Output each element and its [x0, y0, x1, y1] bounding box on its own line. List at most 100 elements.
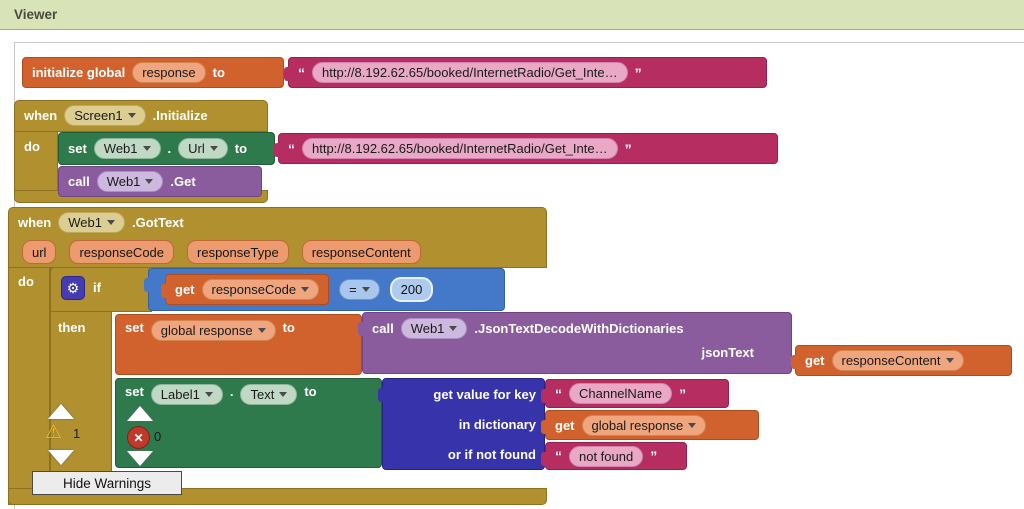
set-web1-url-block[interactable]: set Web1 . Url to	[58, 132, 275, 165]
channelname-text: ChannelName	[579, 386, 663, 401]
dropdown-arrow-icon	[127, 113, 136, 118]
call-jsontextdecode-block[interactable]: call Web1 .JsonTextDecodeWithDictionarie…	[358, 312, 792, 374]
responsecode-var-name: responseCode	[211, 282, 297, 297]
do-label: do	[18, 274, 34, 289]
responsecode-var-dropdown[interactable]: responseCode	[201, 279, 320, 300]
dropdown-arrow-icon	[301, 287, 310, 292]
error-up-arrow-icon[interactable]	[127, 406, 153, 421]
initialize-global-block[interactable]: initialize global response to	[22, 57, 284, 88]
label1-component-name: Label1	[160, 387, 200, 402]
hide-warnings-button[interactable]: Hide Warnings	[32, 471, 182, 495]
get-method-label: .Get	[170, 174, 196, 189]
not-found-text: not found	[579, 448, 634, 464]
dot-label: .	[167, 141, 172, 156]
text-property-dropdown[interactable]: Text	[240, 384, 298, 405]
error-count: 0	[154, 429, 162, 444]
get-label: get	[555, 417, 575, 433]
screen1-component-dropdown[interactable]: Screen1	[64, 105, 146, 126]
jsontextdecode-method-label: .JsonTextDecodeWithDictionaries	[474, 321, 684, 336]
url-text-field-1[interactable]: http://8.192.62.65/booked/InternetRadio/…	[312, 62, 628, 83]
text-property-name: Text	[250, 387, 275, 402]
url-text-2: http://8.192.62.65/booked/InternetRadio/…	[312, 141, 608, 156]
gottext-event-label: .GotText	[131, 215, 184, 230]
initialize-global-label: initialize global	[32, 65, 126, 80]
screen1-initialize-header-row: when Screen1 .Initialize	[24, 105, 208, 126]
get-responsecode-block[interactable]: get responseCode	[160, 274, 330, 305]
dot-label: .	[229, 384, 234, 399]
get-responsecontent-block[interactable]: get responseContent	[791, 345, 1012, 376]
param-pill-responsecontent[interactable]: responseContent	[301, 240, 421, 264]
global-response-var-dropdown[interactable]: global response	[150, 320, 276, 341]
number-200-block[interactable]: 200	[389, 277, 434, 302]
web1-gottext-do-column[interactable]	[8, 267, 50, 505]
to-label: to	[282, 320, 295, 335]
when-label: when	[24, 108, 58, 123]
url-property-name: Url	[188, 141, 205, 156]
close-quote: ”	[624, 140, 632, 157]
screen1-component-name: Screen1	[74, 108, 123, 123]
get-value-for-key-label: get value for key	[433, 386, 536, 402]
dropdown-arrow-icon	[145, 179, 154, 184]
global-response-var-dropdown[interactable]: global response	[581, 414, 707, 436]
open-quote: “	[298, 64, 305, 81]
global-response-var-name: global response	[160, 323, 253, 338]
not-found-text-field[interactable]: not found	[569, 445, 644, 467]
set-global-response-block[interactable]: set global response to	[115, 314, 362, 375]
url-text-block-2[interactable]: “ http://8.192.62.65/booked/InternetRadi…	[274, 133, 778, 164]
channelname-text-block[interactable]: “ ChannelName ”	[541, 379, 729, 408]
get-label: get	[175, 282, 195, 297]
web1-gottext-header-row: when Web1 .GotText	[18, 212, 184, 233]
jsontext-arg-row: jsonText	[372, 345, 782, 360]
param-pill-url[interactable]: url	[22, 240, 57, 264]
error-icon[interactable]: ✕	[127, 426, 150, 449]
url-text-1: http://8.192.62.65/booked/InternetRadio/…	[322, 65, 618, 80]
global-var-name-field[interactable]: response	[132, 62, 206, 83]
url-property-dropdown[interactable]: Url	[178, 138, 228, 159]
call-label: call	[68, 174, 90, 189]
web1-component-dropdown[interactable]: Web1	[93, 138, 161, 159]
to-label: to	[304, 384, 317, 399]
initialize-event-label: .Initialize	[152, 108, 208, 123]
responsecontent-var-dropdown[interactable]: responseContent	[831, 350, 964, 371]
set-label1-text-block[interactable]: set Label1 . Text to	[115, 378, 382, 468]
warning-down-arrow-icon[interactable]	[48, 450, 74, 465]
open-quote: “	[555, 385, 562, 402]
dropdown-arrow-icon	[106, 220, 115, 225]
to-label: to	[212, 65, 225, 80]
call-jsontextdecode-row: call Web1 .JsonTextDecodeWithDictionarie…	[372, 318, 782, 339]
param-pill-responsetype[interactable]: responseType	[187, 240, 289, 264]
if-label: if	[93, 280, 101, 295]
dropdown-arrow-icon	[209, 146, 218, 151]
operator-dropdown[interactable]: =	[339, 279, 380, 300]
error-down-arrow-icon[interactable]	[127, 451, 153, 466]
label1-component-dropdown[interactable]: Label1	[150, 384, 223, 405]
dropdown-arrow-icon	[279, 392, 288, 397]
to-label: to	[234, 141, 248, 156]
not-found-text-block[interactable]: “ not found ”	[541, 442, 687, 470]
call-web1-get-block[interactable]: call Web1 .Get	[58, 166, 262, 197]
web1-component-dropdown[interactable]: Web1	[58, 212, 125, 233]
web1-component-name: Web1	[103, 141, 138, 156]
channelname-text-field[interactable]: ChannelName	[569, 383, 673, 404]
web1-component-dropdown[interactable]: Web1	[96, 171, 164, 192]
param-pill-responsecode[interactable]: responseCode	[69, 240, 175, 264]
warning-icon[interactable]: ⚠	[45, 422, 63, 443]
viewer-header: Viewer	[0, 0, 1024, 30]
dictionary-lookup-block[interactable]: get value for key in dictionary or if no…	[378, 378, 545, 470]
equals-comparison-block[interactable]: get responseCode = 200	[144, 268, 505, 311]
mutator-gear-icon[interactable]: ⚙	[61, 276, 85, 300]
workspace-top-border	[14, 42, 1024, 43]
set-label: set	[125, 320, 144, 335]
dropdown-arrow-icon	[257, 328, 266, 333]
close-quote: ”	[650, 448, 658, 464]
dropdown-arrow-icon	[945, 358, 954, 363]
warning-up-arrow-icon[interactable]	[48, 404, 74, 419]
web1-component-dropdown[interactable]: Web1	[400, 318, 468, 339]
get-global-response-block[interactable]: get global response	[541, 410, 759, 440]
set-label: set	[68, 141, 87, 156]
url-text-field-2[interactable]: http://8.192.62.65/booked/InternetRadio/…	[302, 138, 618, 159]
open-quote: “	[288, 140, 295, 157]
number-200-value: 200	[400, 282, 423, 297]
web1-component-name: Web1	[410, 321, 445, 336]
url-text-block-1[interactable]: “ http://8.192.62.65/booked/InternetRadi…	[284, 57, 767, 88]
